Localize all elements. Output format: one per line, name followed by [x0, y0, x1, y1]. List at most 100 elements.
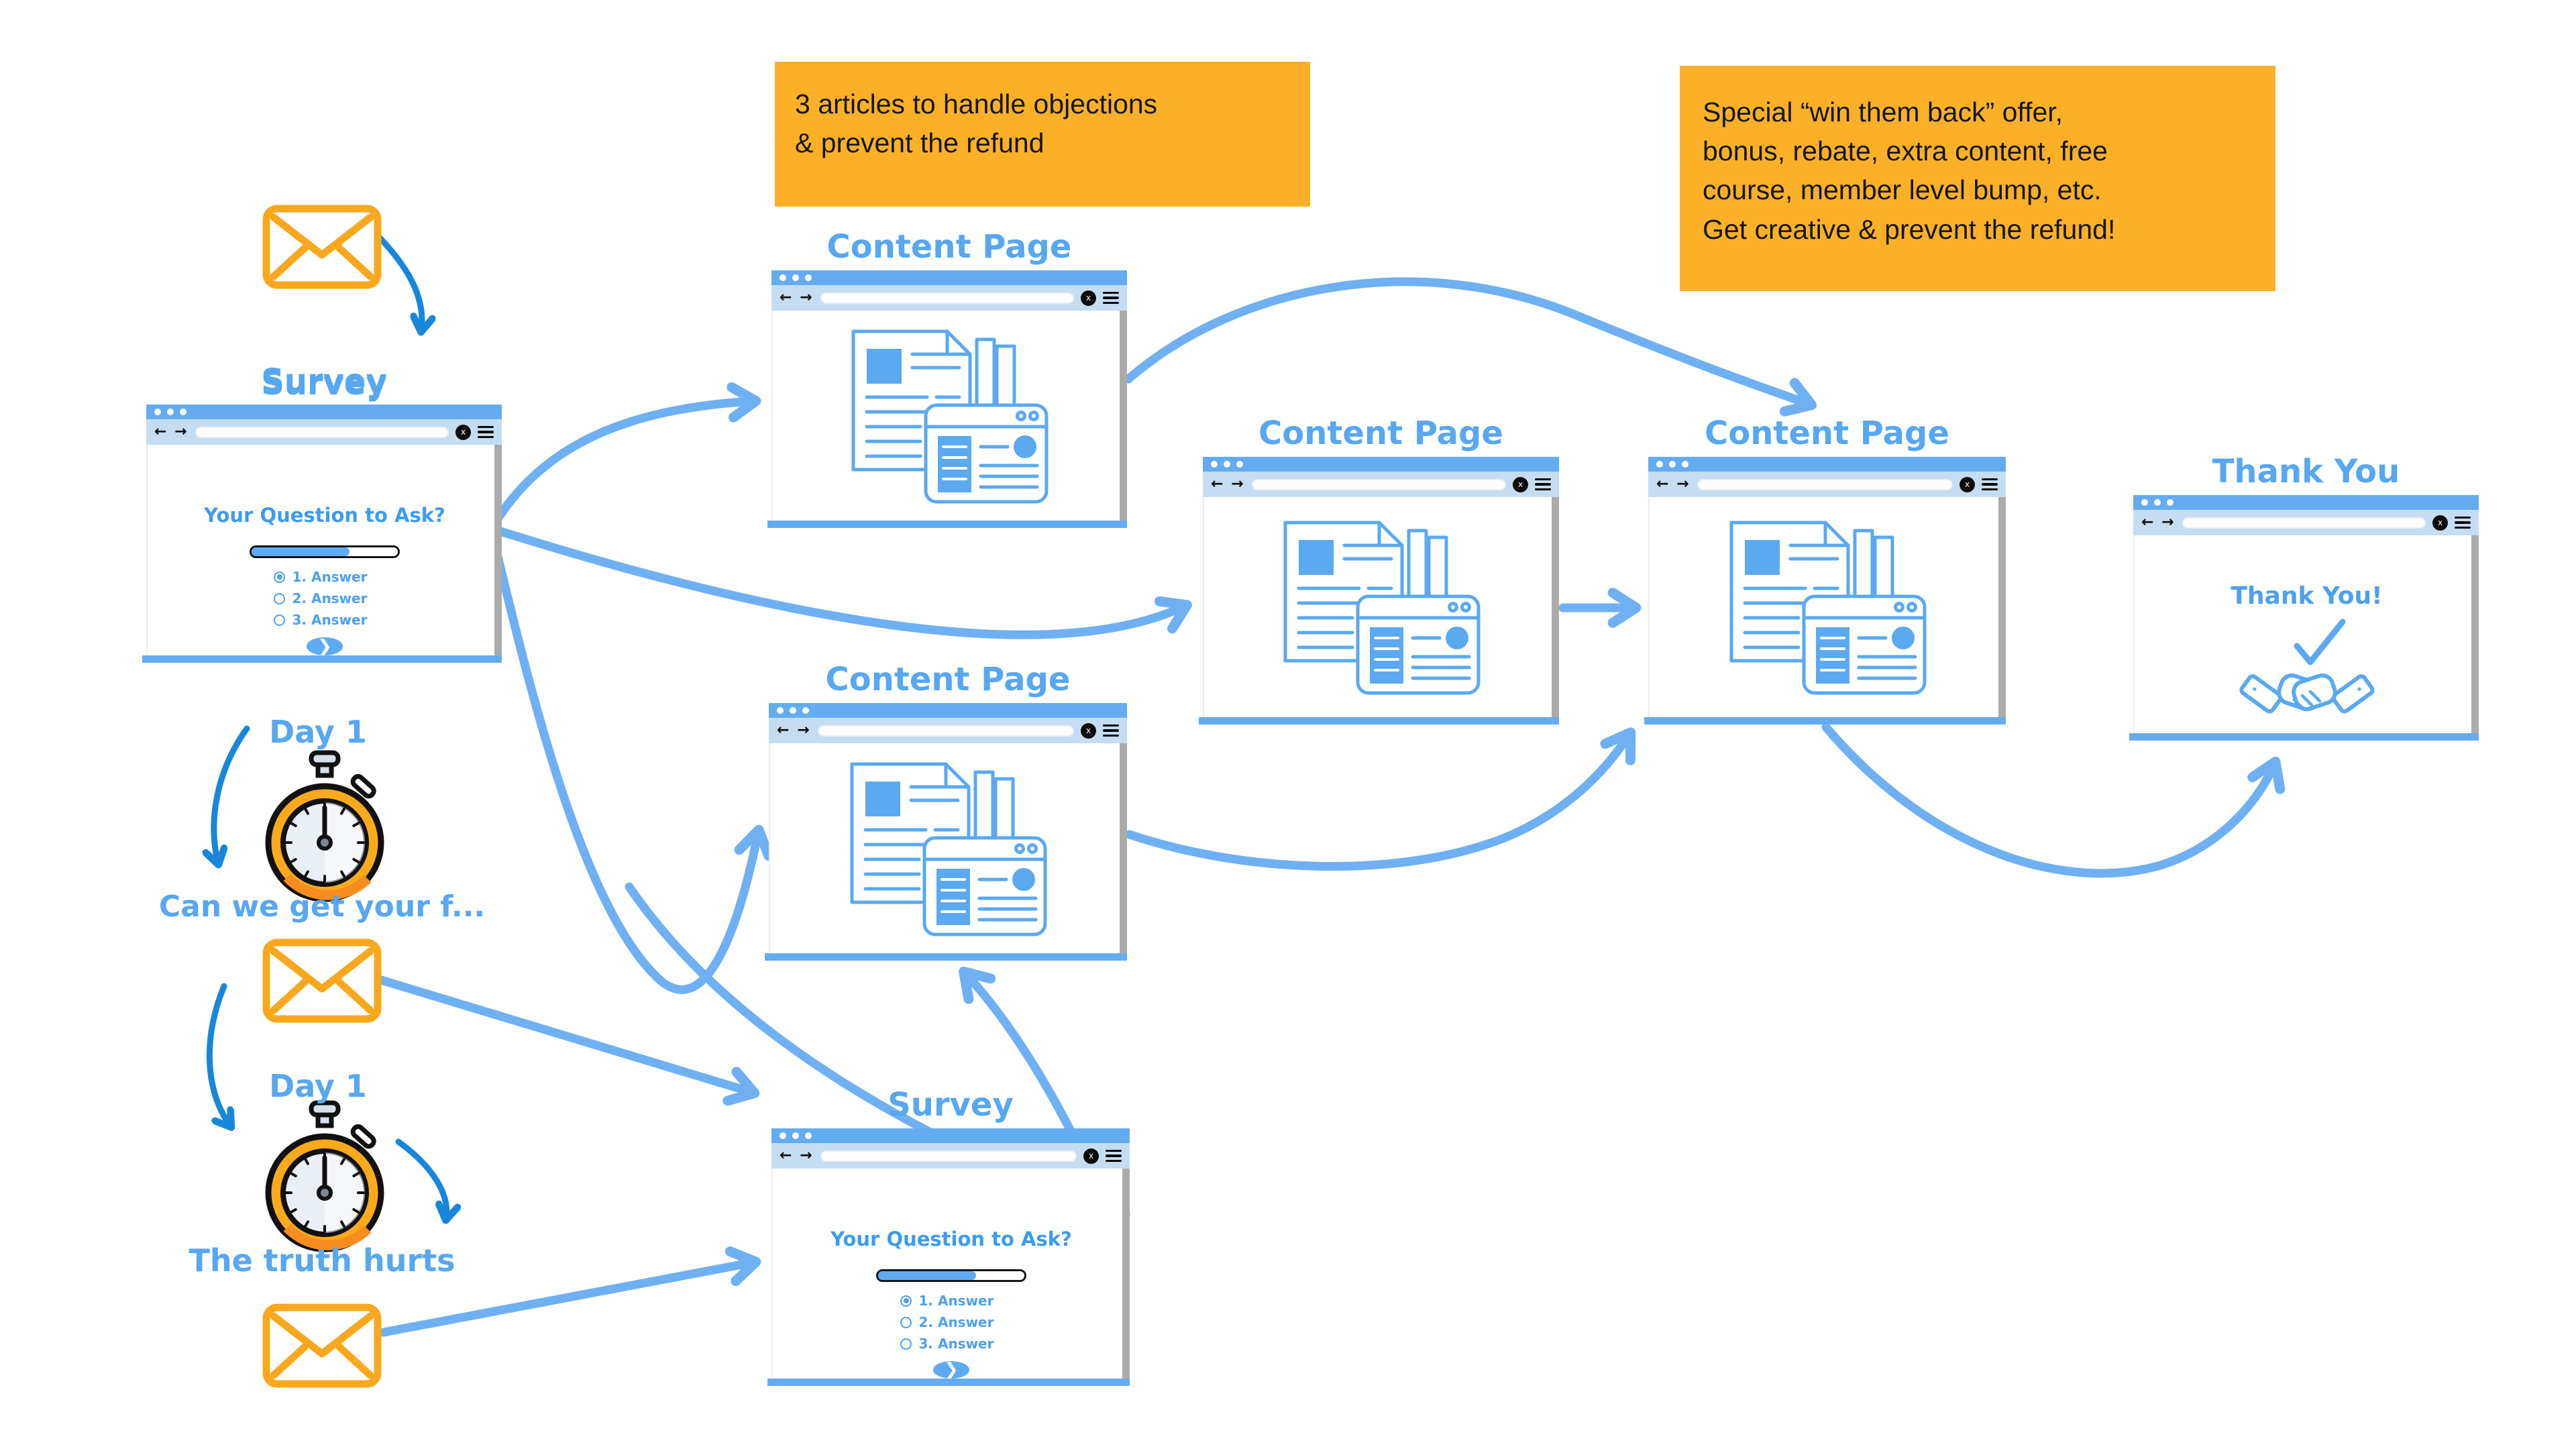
browser-window-content-page-4: Content Page ← → x [1644, 415, 2006, 724]
article-pages-icon [1283, 521, 1480, 695]
radio-icon[interactable] [274, 614, 286, 626]
url-bar[interactable] [2182, 517, 2426, 529]
page-content [1648, 497, 2006, 717]
radio-selected-icon[interactable] [900, 1295, 912, 1307]
radio-icon[interactable] [900, 1338, 912, 1350]
close-button[interactable]: x [1960, 476, 1975, 492]
page-content: Your Question to Ask? 1. Answer 2. Answe… [146, 445, 502, 655]
survey-progress-bar [876, 1269, 1026, 1282]
window-title-label: Content Page [1705, 415, 1949, 452]
article-page [1204, 497, 1559, 717]
url-bar[interactable] [1697, 478, 1953, 490]
window-bottom-bar [2129, 733, 2479, 741]
window-title-label: Content Page [1258, 415, 1503, 452]
browser-window-survey-1: Survey ← → x Your Question to Ask? [142, 363, 502, 663]
close-button[interactable]: x [1081, 290, 1096, 306]
scrollbar[interactable] [1122, 1169, 1130, 1379]
window-dot-icon [180, 409, 186, 415]
window-dot-icon [790, 707, 796, 714]
menu-icon[interactable] [1106, 1149, 1122, 1163]
browser-toolbar: ← → x [771, 285, 1127, 311]
survey-answer-option[interactable]: 2. Answer [274, 590, 368, 606]
browser-toolbar: ← → x [1203, 472, 1559, 497]
menu-icon[interactable] [478, 425, 494, 439]
window-dot-icon [780, 274, 786, 281]
scrollbar[interactable] [1120, 743, 1127, 953]
close-button[interactable]: x [1513, 476, 1528, 492]
next-button[interactable]: ❯ [307, 637, 343, 655]
article-page [773, 311, 1127, 521]
survey-answer-option[interactable]: 1. Answer [900, 1293, 994, 1309]
scrollbar[interactable] [1998, 497, 2006, 717]
close-button[interactable]: x [1083, 1148, 1099, 1164]
survey-answers: 1. Answer 2. Answer 3. Answer [274, 569, 368, 628]
close-button[interactable]: x [2432, 515, 2448, 531]
window-titlebar [2133, 495, 2479, 510]
window-title-label: Content Page [826, 228, 1072, 266]
back-forward-icons[interactable]: ← → [2141, 514, 2176, 531]
window-title-label: Thank You [2212, 453, 2400, 490]
url-bar[interactable] [820, 292, 1074, 304]
browser-window-content-page-3: Content Page ← → x [1199, 415, 1559, 724]
day1-first-label: Day 1 [269, 714, 367, 750]
arrow-contentpage4-to-thankyou [1821, 722, 2286, 878]
survey-page: Your Question to Ask? 1. Answer 2. Answe… [773, 1169, 1130, 1379]
menu-icon[interactable] [2455, 516, 2471, 529]
back-forward-icons[interactable]: ← → [154, 423, 189, 440]
window-titlebar [146, 405, 502, 419]
stopwatch-icon [268, 1103, 381, 1249]
radio-icon[interactable] [274, 592, 286, 604]
menu-icon[interactable] [1535, 478, 1551, 491]
back-forward-icons[interactable]: ← → [780, 289, 814, 306]
email2-subject-label: Can we get your f... [158, 890, 486, 924]
window-dot-icon [2167, 499, 2174, 506]
browser-window-thank-you: Thank You ← → x Thank You! [2129, 453, 2479, 741]
back-forward-icons[interactable]: ← → [780, 1147, 814, 1164]
close-button[interactable]: x [455, 424, 471, 440]
arrow-email1-to-survey-label [370, 227, 422, 330]
survey-answer-option[interactable]: 2. Answer [900, 1314, 994, 1330]
survey-answer-option[interactable]: 3. Answer [900, 1336, 994, 1352]
survey-answers: 1. Answer 2. Answer 3. Answer [900, 1293, 994, 1352]
radio-selected-icon[interactable] [274, 571, 286, 583]
back-forward-icons[interactable]: ← → [1656, 476, 1690, 492]
page-content: Your Question to Ask? 1. Answer 2. Answe… [771, 1169, 1130, 1379]
scrollbar[interactable] [2471, 535, 2479, 733]
url-bar[interactable] [195, 426, 449, 438]
radio-icon[interactable] [900, 1316, 912, 1328]
back-forward-icons[interactable]: ← → [777, 722, 811, 739]
page-content [771, 311, 1127, 521]
window-titlebar [1203, 457, 1559, 472]
window-dot-icon [1669, 461, 1676, 468]
survey-answer-option[interactable]: 3. Answer [274, 612, 368, 628]
back-forward-icons[interactable]: ← → [1211, 476, 1245, 492]
browser-window-content-page-1: Content Page ← → x [767, 229, 1127, 528]
email3-subject-label: The truth hurts [189, 1242, 455, 1279]
url-bar[interactable] [817, 724, 1074, 737]
note-objection-articles: 3 articles to handle objections & preven… [775, 62, 1310, 207]
survey-answer-option[interactable]: 1. Answer [274, 569, 368, 585]
menu-icon[interactable] [1103, 724, 1119, 737]
page-content [1203, 497, 1559, 717]
window-title-label: Survey [261, 362, 387, 400]
menu-icon[interactable] [1103, 291, 1119, 305]
window-bottom-bar [1644, 717, 2006, 724]
article-page [770, 743, 1127, 953]
close-button[interactable]: x [1081, 722, 1096, 739]
url-bar[interactable] [820, 1150, 1077, 1162]
next-button[interactable]: ❯ [933, 1361, 969, 1379]
window-dot-icon [154, 409, 161, 415]
arrow-email2-to-timer2 [206, 983, 230, 1126]
scrollbar[interactable] [1120, 311, 1127, 521]
menu-icon[interactable] [1982, 478, 1998, 491]
url-bar[interactable] [1251, 478, 1506, 490]
scrollbar[interactable] [1552, 497, 1559, 717]
window-dot-icon [2141, 499, 2148, 506]
window-dot-icon [1211, 461, 1218, 468]
browser-window-content-page-2: Content Page ← → x [765, 661, 1127, 961]
window-bottom-bar [142, 655, 502, 663]
scrollbar[interactable] [494, 445, 502, 655]
browser-toolbar: ← → x [146, 419, 502, 445]
